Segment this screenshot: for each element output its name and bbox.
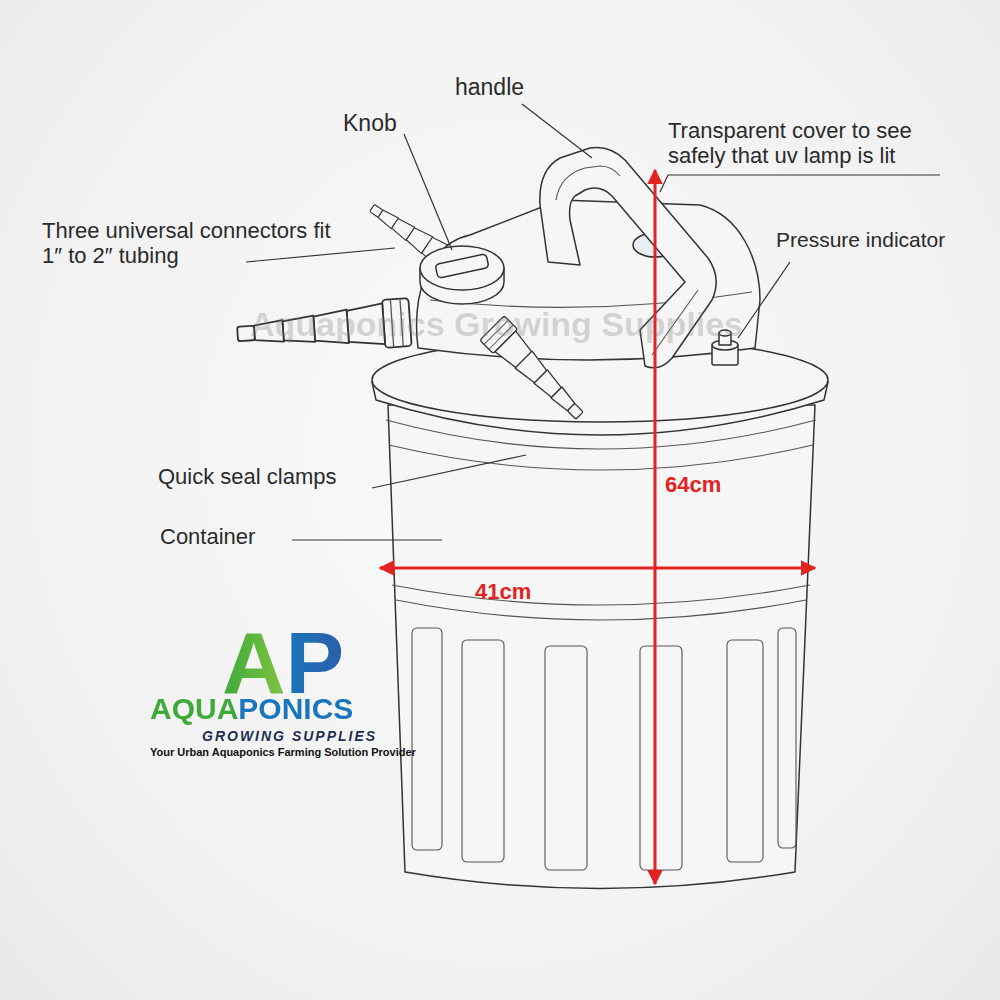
- part-name: Quick seal clamps: [158, 464, 337, 489]
- container-ledge: [392, 585, 810, 605]
- part-name: Transparent cover to see safely that uv …: [668, 118, 968, 169]
- part-name: Container: [160, 524, 255, 549]
- logo-subtitle: GROWING SUPPLIES: [202, 728, 377, 744]
- dimension-label: 64cm: [665, 472, 721, 497]
- width-dimension: [380, 567, 815, 570]
- knob: [420, 246, 504, 304]
- container-ledge: [396, 600, 806, 620]
- height-dimension: [654, 170, 657, 884]
- container-body: [388, 405, 815, 889]
- logo-tagline: Your Urban Aquaponics Farming Solution P…: [150, 746, 416, 759]
- container-ribs: [412, 628, 796, 870]
- part-name: handle: [455, 74, 524, 100]
- part-name: Pressure indicator: [776, 228, 945, 252]
- dimension-label: 41cm: [475, 579, 531, 604]
- part-name: Knob: [343, 110, 397, 136]
- part-name: Three universal connectors fit 1″ to 2″ …: [42, 218, 352, 269]
- watermark: Aquaponics Growing Supplies: [250, 305, 743, 344]
- logo-wordmark: AQUAPONICS: [150, 692, 353, 727]
- clamp-band: [389, 445, 813, 470]
- leader-lines: [246, 104, 940, 540]
